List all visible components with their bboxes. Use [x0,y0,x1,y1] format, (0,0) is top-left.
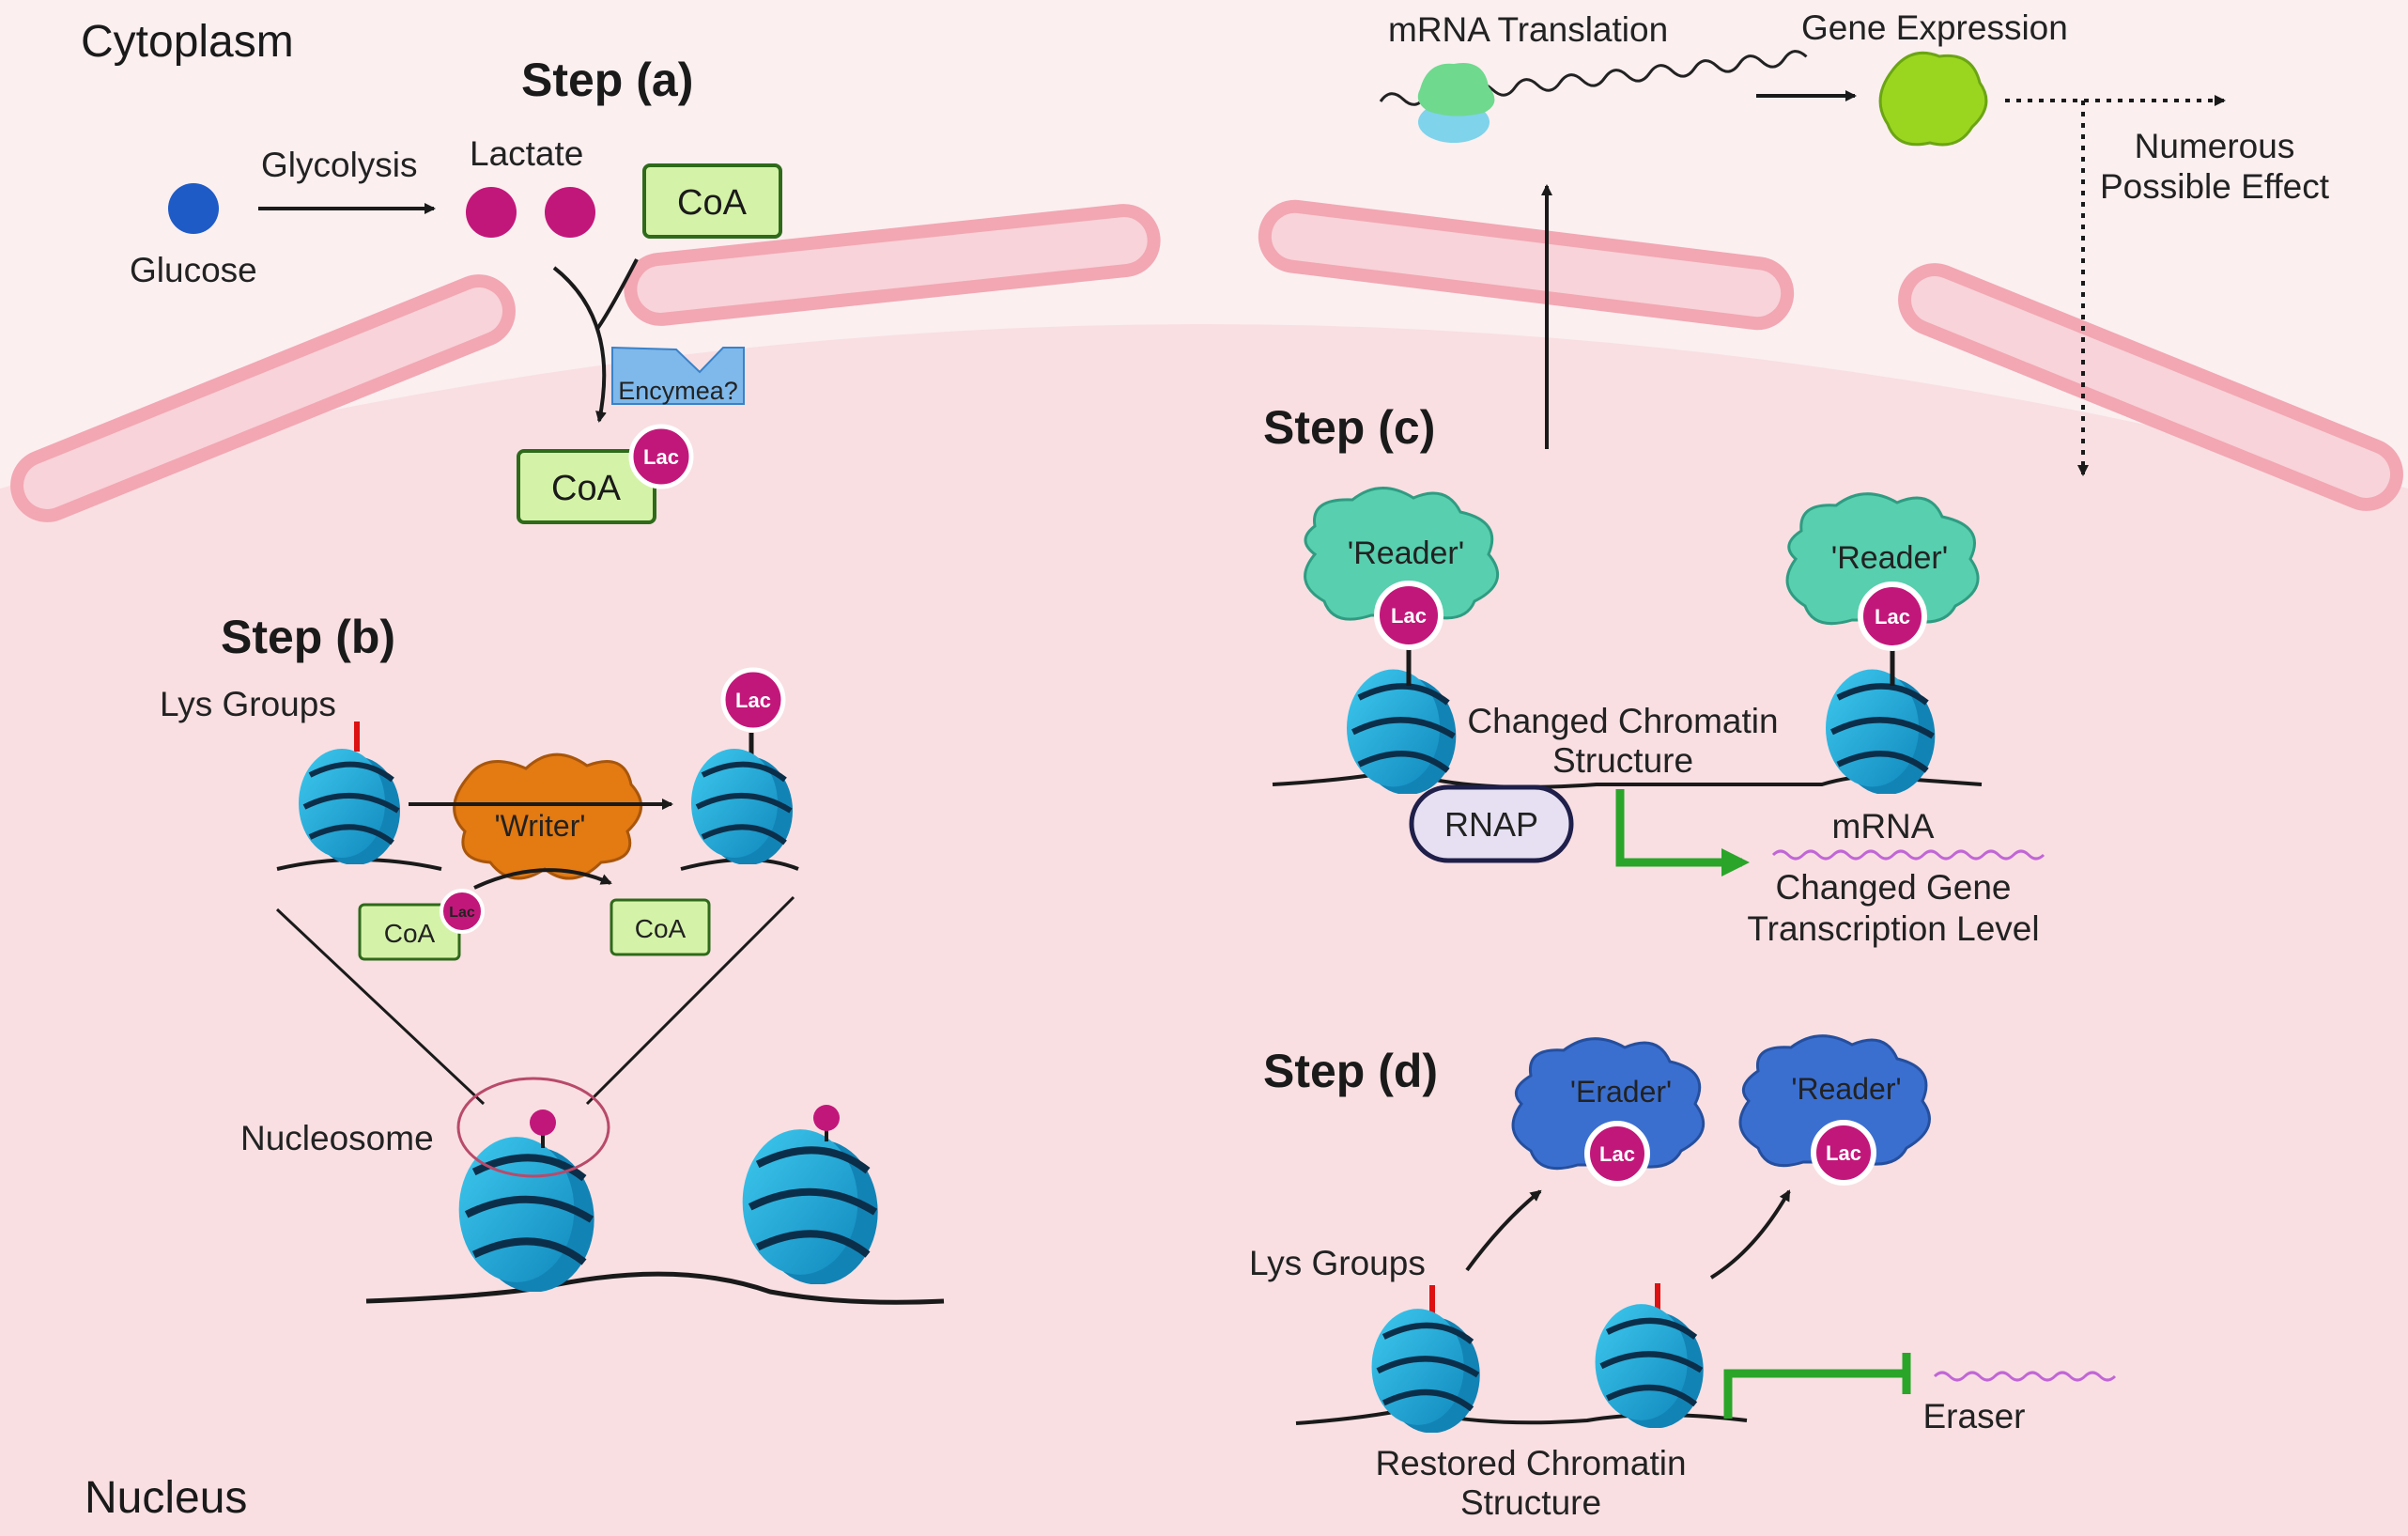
mrna-translation-label: mRNA Translation [1388,10,1668,49]
reader-c-left [1304,487,1499,621]
coa-box-label: CoA [677,183,748,223]
free-coa-box [610,898,711,956]
restored-chromatin-line1: Restored Chromatin [1375,1444,1686,1482]
erader-protein [1511,1037,1706,1171]
reader-c-left-label: 'Reader' [1348,535,1465,571]
lac-d-left-label: Lac [1599,1142,1635,1166]
step-a-heading: Step (a) [521,54,693,106]
transcription-promoter-arrow [1615,789,1750,877]
lactate-molecule-1 [466,187,517,238]
removal-arrow-left [1465,1189,1542,1272]
gene-expression-label: Gene Expression [1801,8,2068,47]
enzyme-shape [611,346,745,405]
free-coa-label: CoA [635,914,687,943]
lac-d-right-label: Lac [1826,1141,1861,1165]
numerous-effect-line1: Numerous [2135,127,2295,165]
coa-release-arrow [473,868,612,890]
restored-chromatin-line2: Structure [1460,1483,1601,1522]
writer-enzyme [453,752,642,880]
changed-chromatin-line2: Structure [1552,741,1693,780]
writer-lac-badge [720,667,786,733]
step-b-lys-label: Lys Groups [160,685,336,723]
changed-gene-line2: Transcription Level [1747,909,2039,948]
lactate-label: Lactate [470,134,583,173]
cytoplasm-label: Cytoplasm [81,17,294,67]
nucleosome-highlight-circle [456,1077,610,1178]
step-d-lys-label: Lys Groups [1249,1244,1426,1282]
nucleus-region [0,324,2408,1536]
writer-label: 'Writer' [495,809,586,843]
step-d-heading: Step (d) [1263,1045,1438,1097]
lac-d-right [1811,1120,1876,1186]
zoom-line-right [585,895,795,1106]
reader-c-right [1785,492,1980,626]
nucleus-label: Nucleus [85,1473,247,1523]
nuclear-envelope [10,199,2403,522]
writer-lac-label: Lac [735,689,771,712]
enzyme-label: Encymea? [618,377,738,405]
lactate-molecule-2 [545,187,595,238]
eraser-label: Eraser [1923,1397,2026,1435]
lac-badge [628,424,694,489]
numerous-effect-line2: Possible Effect [2100,167,2330,206]
lac-coa-small-label: CoA [384,919,436,948]
step-c-heading: Step (c) [1263,401,1435,454]
lac-c-right-label: Lac [1875,605,1910,628]
rnap-label: RNAP [1444,805,1538,844]
coa-to-enzyme-line [595,258,639,331]
lac-badge-label: Lac [643,445,679,469]
coa-box [642,163,782,239]
reader-c-right-label: 'Reader' [1831,540,1949,576]
step-b-heading: Step (b) [221,611,395,663]
lac-small-2 [813,1105,840,1131]
changed-gene-line1: Changed Gene [1776,868,2012,907]
rnap-complex [1409,784,1574,863]
lac-d-left [1584,1121,1650,1187]
lac-c-left-label: Lac [1391,604,1427,628]
lac-coa-small-badge-label: Lac [449,905,475,921]
glucose-label: Glucose [130,251,257,289]
zoom-line-left [275,908,486,1106]
lactate-to-lac-coa-arrow [552,266,607,423]
protein-product [1878,51,1988,147]
erader-label: 'Erader' [1570,1075,1672,1109]
nucleosome-label: Nucleosome [240,1119,434,1157]
dna-strand-b [365,1271,945,1305]
mrna-d-transcript [1933,1371,2117,1382]
removal-arrow-right [1709,1189,1791,1280]
changed-chromatin-line1: Changed Chromatin [1467,702,1778,740]
lac-coa-small-badge [440,889,485,934]
mrna-transcript [1771,849,2045,861]
ribosome-large-subunit [1417,63,1495,116]
reader-d-protein [1738,1034,1931,1168]
glycolysis-label: Glycolysis [261,146,418,184]
glucose-molecule [168,183,219,234]
repressed-promoter [1723,1369,1906,1419]
lac-c-right [1858,582,1927,651]
mrna-label: mRNA [1832,807,1935,846]
lac-small-1 [530,1109,556,1136]
lac-c-left [1374,581,1443,650]
reader-d-label: 'Reader' [1791,1072,1901,1106]
lac-coa-label: CoA [551,469,622,508]
